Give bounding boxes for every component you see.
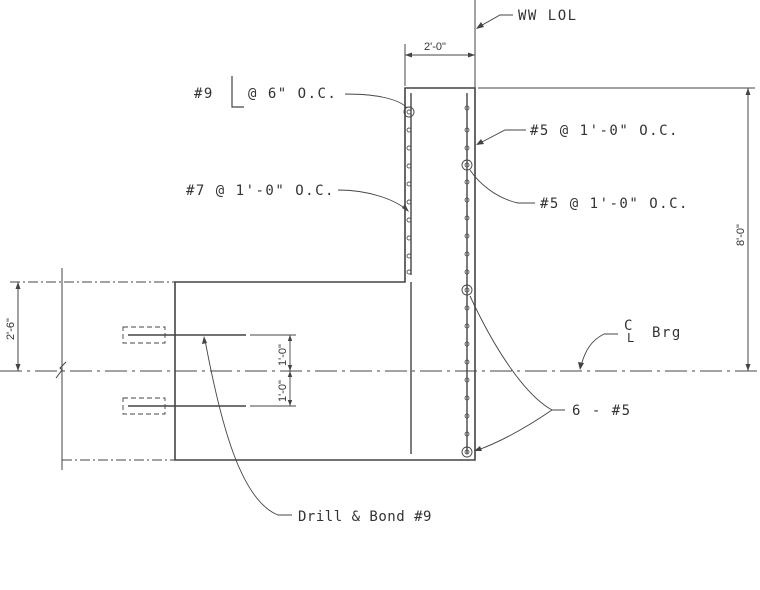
front-bar-callout-circle [403,106,415,118]
leader-six-bars-a [469,295,565,411]
leader-six-bars-arrow [474,446,482,451]
leader-bar5-top-arrow [476,139,484,145]
bar5-mid-label: #5 @ 1'-0" O.C. [540,196,689,212]
width-dim-arrow-left [405,52,412,58]
left-dimension-label: 2'-6" [5,318,17,340]
leader-bar9 [344,93,408,109]
leader-bar5-top [479,129,526,144]
dowel-dim-arrow-2 [287,365,293,371]
bar9-number-label: #9 [194,86,214,102]
dowel-hole-lower [122,397,166,415]
six-bars-label: 6 - #5 [572,403,632,419]
width-dim-arrow-right [468,52,475,58]
bar9-spacing-label: @ 6" O.C. [248,86,337,102]
ww-lol-leader-arrow [476,22,484,29]
ww-lol-leader [476,14,513,29]
back-bar-callout-circle-2 [461,284,473,296]
back-bar-callout-circle-3 [461,446,473,458]
leader-bar7-arrow [402,204,409,212]
bar7-label: #7 @ 1'-0" O.C. [186,183,335,199]
leader-bar7 [337,189,408,211]
bar9-hook-symbol [231,76,244,108]
back-bar-callout-circle-1 [461,159,473,171]
leader-cl-brg [580,333,618,367]
height-dim-arrow-bottom [745,364,751,371]
dowel-dim-arrow-3 [287,371,293,377]
concrete-section-outline [174,87,476,461]
cl-sub-text: L [627,331,636,345]
width-dimension-label: 2'-0" [424,41,446,53]
leader-cl-brg-arrow [578,362,584,370]
break-symbol [55,361,67,379]
left-dim-arrow-bottom [15,364,21,371]
ww-lol-label: WW LOL [518,8,578,24]
dowel-dimension-label-1: 1'-0" [277,344,289,366]
dowel-dim-arrow-4 [287,400,293,406]
back-column-bar-dots [464,105,470,455]
bar5-top-label: #5 @ 1'-0" O.C. [530,123,679,139]
height-dimension-label: 8'-0" [735,224,747,246]
cl-mark-text: C [624,318,634,334]
drill-bond-label: Drill & Bond #9 [298,509,432,525]
dowel-dimension-label-2: 1'-0" [277,380,289,402]
leader-bar5-mid [469,169,535,204]
dowel-dim-arrow-1 [287,335,293,341]
height-dim-arrow-top [745,88,751,95]
left-dim-arrow-top [15,282,21,289]
leader-drill-bond [204,339,292,516]
leader-drill-bond-arrow [202,336,207,344]
front-column-bar-dots [406,109,412,275]
dowel-hole-upper [122,326,166,344]
brg-label: Brg [652,325,682,341]
leader-six-bars-b [477,409,553,451]
